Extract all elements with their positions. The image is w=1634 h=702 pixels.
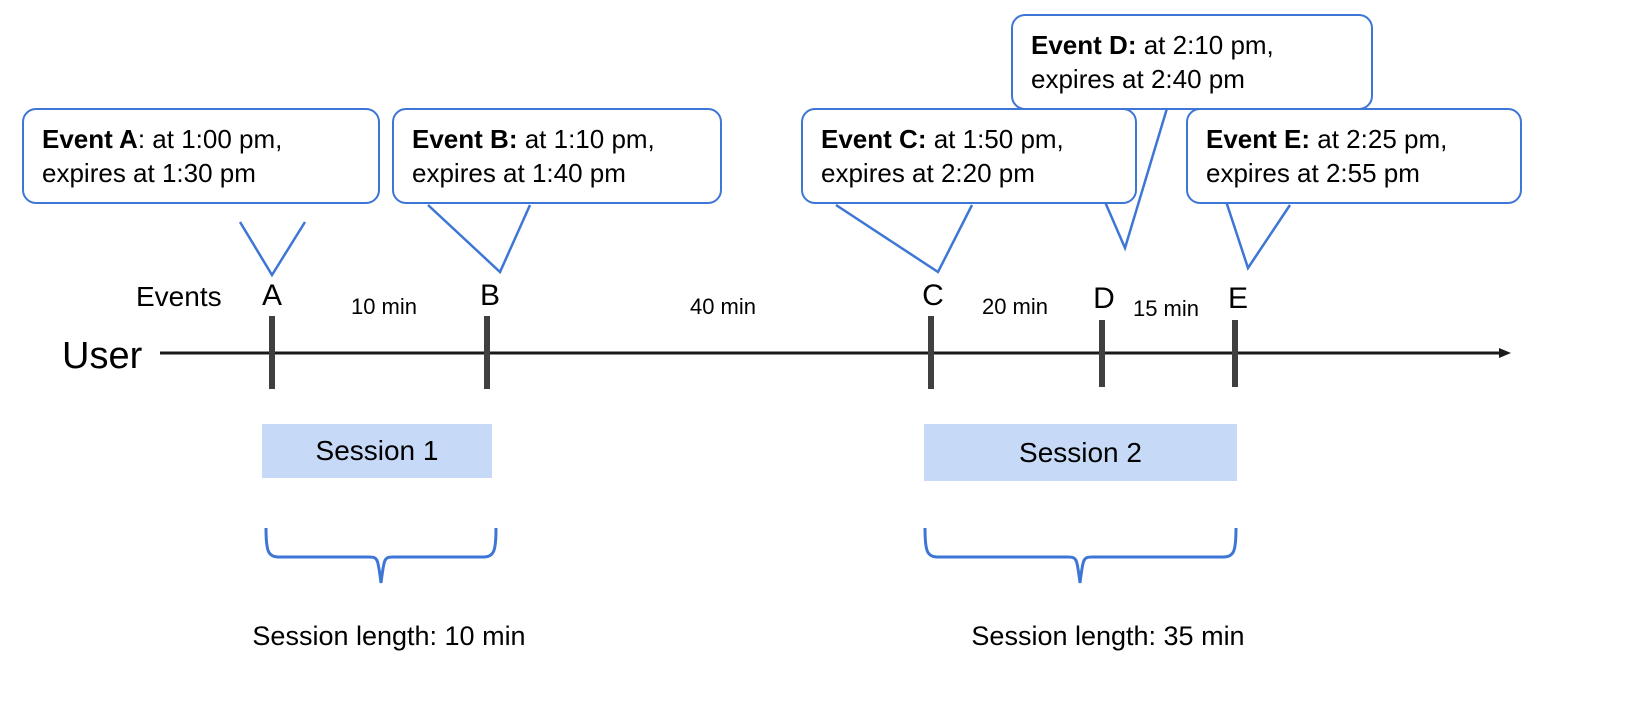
axis-row-label-user: User (62, 335, 143, 377)
callout-event-b-line1: Event B: at 1:10 pm, (412, 122, 704, 156)
tick-label-d: D (1093, 282, 1115, 315)
session-box-2-label: Session 2 (1019, 436, 1142, 468)
callout-event-a-detail1: at 1:00 pm, (145, 124, 283, 154)
callout-event-d-line1: Event D: at 2:10 pm, (1031, 28, 1355, 62)
callout-event-e: Event E: at 2:25 pm, expires at 2:55 pm (1186, 108, 1522, 204)
callout-event-d: Event D: at 2:10 pm, expires at 2:40 pm (1011, 14, 1373, 110)
callout-event-e-detail1: at 2:25 pm, (1310, 124, 1448, 154)
session-box-1-label: Session 1 (315, 435, 439, 466)
session-2-brace (923, 527, 1238, 584)
callout-event-b-detail1: at 1:10 pm, (517, 124, 655, 154)
callout-tail-b (427, 204, 532, 275)
axis-events-label: Events (136, 281, 222, 312)
gap-label-c-d: 20 min (981, 294, 1049, 319)
callout-event-d-name: Event D (1031, 30, 1128, 60)
callout-event-a-name: Event A (42, 124, 138, 154)
tick-label-e: E (1227, 282, 1249, 315)
callout-event-c-line1: Event C: at 1:50 pm, (821, 122, 1119, 156)
callout-event-c-detail1: at 1:50 pm, (926, 124, 1064, 154)
callout-event-a-line2: expires at 1:30 pm (42, 158, 256, 188)
gap-label-a-b: 10 min (350, 294, 418, 319)
gap-label-d-e: 15 min (1132, 296, 1200, 321)
session-box-1: Session 1 (262, 424, 492, 478)
callout-event-e-name: Event E (1206, 124, 1302, 154)
callout-event-a-line1: Event A: at 1:00 pm, (42, 122, 362, 156)
tick-label-a: A (261, 279, 283, 312)
gap-label-b-c: 40 min (689, 294, 757, 319)
callout-event-d-sep: : (1127, 30, 1137, 60)
callout-tail-a (238, 221, 307, 278)
callout-event-b-name: Event B (412, 124, 509, 154)
session-1-brace (264, 527, 498, 584)
callout-tail-c (835, 203, 974, 274)
callout-event-b-sep: : (508, 124, 518, 154)
callout-event-c: Event C: at 1:50 pm, expires at 2:20 pm (801, 108, 1137, 204)
session-box-2: Session 2 (924, 424, 1237, 481)
callout-event-e-sep: : (1301, 124, 1311, 154)
callout-event-c-sep: : (917, 124, 927, 154)
session-length-label-2: Session length: 35 min (971, 621, 1245, 651)
callout-event-b-line2: expires at 1:40 pm (412, 158, 626, 188)
callout-event-c-name: Event C (821, 124, 918, 154)
callout-event-e-line2: expires at 2:55 pm (1206, 158, 1420, 188)
callout-event-d-line2: expires at 2:40 pm (1031, 64, 1245, 94)
callout-event-a-sep: : (137, 124, 146, 154)
callout-event-d-detail1: at 2:10 pm, (1136, 30, 1274, 60)
tick-label-c: C (922, 279, 944, 312)
callout-event-b: Event B: at 1:10 pm, expires at 1:40 pm (392, 108, 722, 204)
callout-event-e-line1: Event E: at 2:25 pm, (1206, 122, 1504, 156)
callout-event-c-line2: expires at 2:20 pm (821, 158, 1035, 188)
tick-label-b: B (479, 279, 501, 312)
session-length-label-1: Session length: 10 min (252, 621, 526, 651)
callout-event-a: Event A: at 1:00 pm, expires at 1:30 pm (22, 108, 380, 204)
